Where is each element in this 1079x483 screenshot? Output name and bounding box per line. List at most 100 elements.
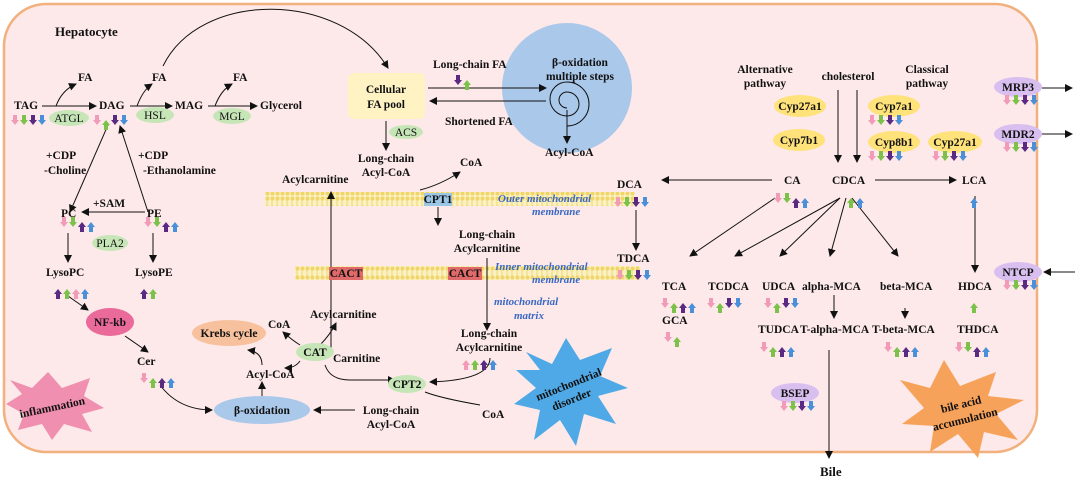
down-arrow-icon xyxy=(616,270,624,280)
up-arrow-icon xyxy=(72,289,80,299)
bsep-transporter: BSEP xyxy=(771,383,819,403)
nfkb-label: NF-kb xyxy=(94,317,126,329)
up-arrow-icon xyxy=(973,347,981,357)
bsep-label: BSEP xyxy=(781,388,810,400)
down-arrow-icon xyxy=(886,151,894,161)
cpt2-label: CPT2 xyxy=(393,379,422,391)
beta-ox-multi-1: β-oxidation xyxy=(552,57,609,69)
down-arrow-icon xyxy=(782,298,790,308)
atgl-label: ATGL xyxy=(54,113,83,125)
cyp27a1-alt: Cyp27a1 xyxy=(774,95,826,117)
down-arrow-icon xyxy=(774,193,782,203)
up-arrow-icon xyxy=(716,303,724,313)
down-arrow-icon xyxy=(623,197,631,207)
down-arrow-icon xyxy=(1021,142,1029,152)
lca-label: LCA xyxy=(962,175,987,187)
down-arrow-icon xyxy=(783,193,791,203)
up-arrow-icon xyxy=(787,347,795,357)
mdr2-transporter: MDR2 xyxy=(994,124,1042,144)
mag-label: MAG xyxy=(175,100,203,112)
tdca-label: TDCA xyxy=(617,253,650,265)
beta-ox-multi-2: multiple steps xyxy=(546,71,615,83)
hsl-enzyme: HSL xyxy=(136,107,174,123)
cholesterol-label: cholesterol xyxy=(822,71,875,83)
fa-pool-box: Cellular FA pool xyxy=(348,73,425,119)
alt-pathway-2: pathway xyxy=(744,78,786,90)
shortened-fa-label: Shortened FA xyxy=(445,116,514,128)
down-arrow-icon xyxy=(1003,142,1011,152)
up-arrow-icon xyxy=(462,360,470,370)
pla2-label: PLA2 xyxy=(96,238,124,250)
down-arrow-icon xyxy=(884,342,892,352)
down-arrow-icon xyxy=(868,151,876,161)
inner-membrane-2: membrane xyxy=(532,274,580,286)
up-arrow-icon xyxy=(162,222,170,232)
beta-mca-label: beta-MCA xyxy=(880,281,933,293)
mgl-enzyme: MGL xyxy=(213,108,251,124)
fa-label-2: FA xyxy=(152,72,167,84)
beta-oxidation-node: β-oxidation xyxy=(214,396,310,424)
hsl-label: HSL xyxy=(144,110,166,122)
inner-membrane-1: Inner mitochondrial xyxy=(494,261,589,273)
lc-acylcarnitine-2: Acylcarnitine xyxy=(454,243,520,255)
tcdca-label: TCDCA xyxy=(708,281,750,293)
down-arrow-icon xyxy=(895,151,903,161)
indicator-arrows xyxy=(11,75,1038,411)
up-arrow-icon xyxy=(149,378,157,388)
down-arrow-icon xyxy=(1021,280,1029,290)
coa-mid-label: CoA xyxy=(268,319,291,331)
down-arrow-icon xyxy=(11,115,19,125)
down-arrow-icon xyxy=(1012,95,1020,105)
cell-title: Hepatocyte xyxy=(55,24,118,39)
up-arrow-icon xyxy=(902,347,910,357)
down-arrow-icon xyxy=(643,270,651,280)
down-arrow-icon xyxy=(60,217,68,227)
up-arrow-icon xyxy=(679,303,687,313)
up-arrow-icon xyxy=(769,347,777,357)
acylcoa-mid-label: Acyl-CoA xyxy=(246,369,295,381)
down-arrow-icon xyxy=(1030,280,1038,290)
thdca-label: THDCA xyxy=(957,324,999,336)
up-arrow-icon xyxy=(489,360,497,370)
cdp-eth-2: -Ethanolamine xyxy=(143,165,216,177)
down-arrow-icon xyxy=(144,217,152,227)
glycerol-label: Glycerol xyxy=(260,100,302,112)
cdp-choline-1: +CDP xyxy=(46,150,76,162)
up-arrow-icon xyxy=(893,347,901,357)
up-arrow-icon xyxy=(167,378,175,388)
up-arrow-icon xyxy=(911,347,919,357)
cdca-label: CDCA xyxy=(832,175,866,187)
up-arrow-icon xyxy=(87,222,95,232)
cpt1-label: CPT1 xyxy=(424,194,453,206)
carnitine-label: Carnitine xyxy=(333,353,380,365)
cer-label: Cer xyxy=(137,356,156,368)
down-arrow-icon xyxy=(734,298,742,308)
hdca-label: HDCA xyxy=(958,281,993,293)
acs-label: ACS xyxy=(395,127,417,139)
down-arrow-icon xyxy=(111,115,119,125)
tca-label: TCA xyxy=(662,281,687,293)
cyp8b1-label: Cyp8b1 xyxy=(875,137,914,149)
down-arrow-icon xyxy=(20,115,28,125)
up-arrow-icon xyxy=(688,303,696,313)
cat-enzyme: CAT xyxy=(296,343,334,361)
cyp8b1: Cyp8b1 xyxy=(868,131,920,153)
spiral-icon xyxy=(549,81,590,127)
down-arrow-icon xyxy=(140,373,148,383)
down-arrow-icon xyxy=(950,151,958,161)
down-arrow-icon xyxy=(932,151,940,161)
down-arrow-icon xyxy=(807,401,815,411)
down-arrow-icon xyxy=(661,298,669,308)
fa-label-3: FA xyxy=(233,72,248,84)
down-arrow-icon xyxy=(153,217,161,227)
acylcarnitine-top-label: Acylcarnitine xyxy=(282,174,348,186)
down-arrow-icon xyxy=(725,298,733,308)
up-arrow-icon xyxy=(773,303,781,313)
up-arrow-icon xyxy=(670,303,678,313)
alt-pathway-1: Alternative xyxy=(737,64,793,76)
beta-ox-label: β-oxidation xyxy=(234,405,291,417)
down-arrow-icon xyxy=(886,115,894,125)
atgl-enzyme: ATGL xyxy=(49,110,89,126)
long-chain-fa-label: Long-chain FA xyxy=(433,59,507,71)
beta-oxidation-multistep-circle xyxy=(502,23,632,153)
